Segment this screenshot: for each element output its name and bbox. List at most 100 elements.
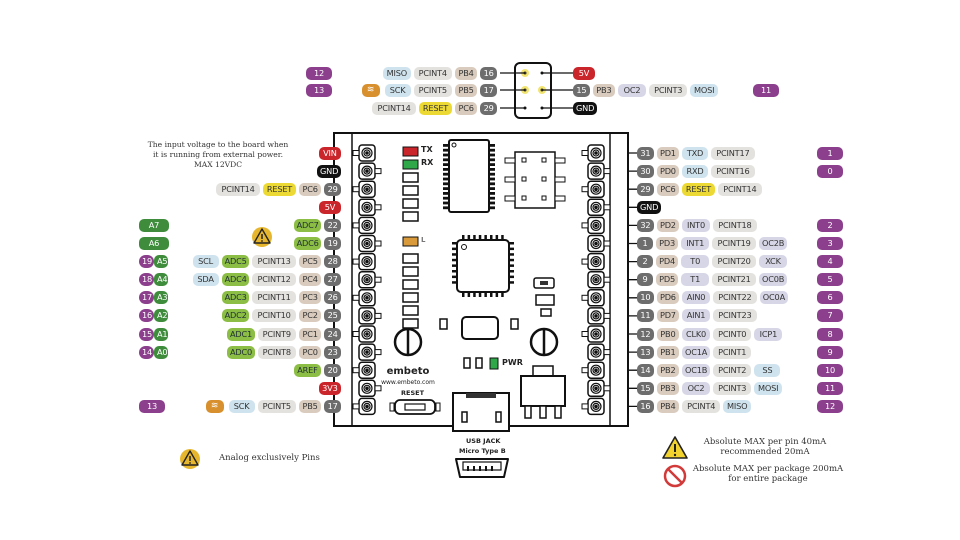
reset-button-component [389,399,441,415]
icsp-pin-label: 15 [573,83,590,97]
left-pin-label: 22 [324,218,341,232]
left-pin-label: ADC1 [227,327,255,341]
svg-text:embeto: embeto [387,366,430,377]
left-pin-label: SDA [192,273,219,287]
left-pin-label: SCL [192,255,219,269]
left-pin-label: AREF [293,363,322,377]
arduino-pin-badge: 19 [139,255,154,269]
analog-pin-badge: A0 [154,345,168,359]
right-pin-label: PCINT14 [718,182,762,196]
right-pin-label: PC6 [656,182,679,196]
left-pin-label: 3V3 [318,381,341,395]
right-pin-label: MISO [723,399,751,413]
right-pin-label: PD5 [656,273,679,287]
left-pin-label: VIN [318,146,341,160]
reset-label: RESET [401,389,425,397]
arduino-pin-badge: 18 [139,273,154,287]
max-pin-line2: recommended 20mA [720,447,810,457]
icsp-pin-label: 17 [480,83,497,97]
left-pin-label: 17 [324,399,341,413]
arduino-pin-badge: 8 [817,327,843,341]
icsp-pin-label: OC2 [618,83,646,97]
max-package-note: Absolute MAX per package 200mA for entir… [688,464,848,484]
left-pin-label: ADC7 [293,218,322,232]
left-pin-label: SCK [228,399,255,413]
right-pin-label: PD1 [656,146,679,160]
right-pin-label: PCINT20 [712,255,756,269]
mcu-chip [452,235,514,297]
arduino-pin-badge: 11 [817,381,843,395]
right-pin-label: 12 [637,327,654,341]
analog-pin-badge: A2 [154,309,168,323]
arduino-pin-badge: 16 [139,309,154,323]
usb-port [452,392,510,432]
right-pin-label: 1 [637,237,653,250]
arduino-pin-badge: 12 [306,66,332,80]
left-pin-label: PC2 [299,309,322,323]
right-pin-label: 29 [637,182,654,196]
right-pin-label: PD7 [656,309,679,323]
left-pin-label: ADC3 [221,291,250,305]
left-pin-label: ADC0 [227,345,255,359]
right-pin-label: SS [754,363,781,377]
right-pin-label: PCINT0 [713,327,752,341]
arduino-pin-badge: 4 [817,255,843,269]
right-pin-label: PCINT23 [713,309,757,323]
spi-clock-icon: ≋ [205,399,224,413]
arduino-pin-badge: 6 [817,291,843,305]
left-pin-label: PCINT12 [252,273,296,287]
left-pin-label: PCINT13 [252,255,296,269]
left-pin-label: 28 [324,255,341,269]
left-pin-label: 23 [324,345,341,359]
right-pin-label: PB1 [656,345,679,359]
right-pin-label: OC1A [682,345,710,359]
tx-label: TX [421,145,433,154]
right-pin-label: 10 [637,291,654,305]
left-pin-label: 20 [324,363,341,377]
right-pin-label: PCINT19 [712,237,756,250]
analog-pin-badge: A7 [139,218,169,232]
pwr-led [489,357,499,370]
arduino-pin-badge: 14 [139,345,154,359]
left-header-pads [352,144,382,416]
icsp-pin-label: PC6 [455,101,478,115]
right-pin-label: PCINT21 [712,273,756,287]
right-pin-label: TXD [682,146,708,160]
potentiometer-right [529,327,559,357]
arduino-pin-badge: 11 [753,83,779,97]
analog-pin-badge: A5 [154,255,168,269]
max-package-line2: for entire package [728,474,808,484]
right-pin-label: 9 [637,273,653,287]
prohibited-icon [663,464,687,488]
svg-text:www.embeto.com: www.embeto.com [381,379,435,386]
usb-jack-icon [455,458,509,478]
right-pin-label: PCINT17 [711,146,755,160]
right-pin-label: PCINT1 [713,345,752,359]
rx-led [402,159,419,170]
right-pin-label: 13 [637,345,654,359]
l-label: L [421,236,426,244]
icsp-pin-label: PCINT14 [372,101,416,115]
icsp-pin-label: PCINT3 [649,83,688,97]
arduino-pin-badge: 13 [139,399,165,413]
right-pin-label: PCINT18 [713,218,757,232]
icsp-pin-label: 16 [480,66,497,80]
arduino-pin-badge: 7 [817,309,843,323]
rx-label: RX [421,158,434,167]
left-pin-label: PC5 [299,255,322,269]
arduino-pin-badge: 1 [817,146,843,160]
right-pin-label: RXD [682,164,708,178]
arduino-pin-badge: 13 [306,83,332,97]
icsp-pin-label: PCINT5 [413,83,452,97]
passive-components [439,277,555,370]
vin-note-line3: MAX 12VDC [193,160,243,169]
left-pin-label: 25 [324,309,341,323]
left-pin-label: PCINT10 [252,309,296,323]
right-pin-label: OC2 [682,381,710,395]
vin-note-line1: The input voltage to the board when [147,140,289,149]
right-pin-label: PCINT4 [682,399,721,413]
icsp-pin-label: PB3 [592,83,615,97]
right-pin-label: CLK0 [682,327,710,341]
arduino-pin-badge: 12 [817,399,843,413]
left-pin-label: 27 [324,273,341,287]
